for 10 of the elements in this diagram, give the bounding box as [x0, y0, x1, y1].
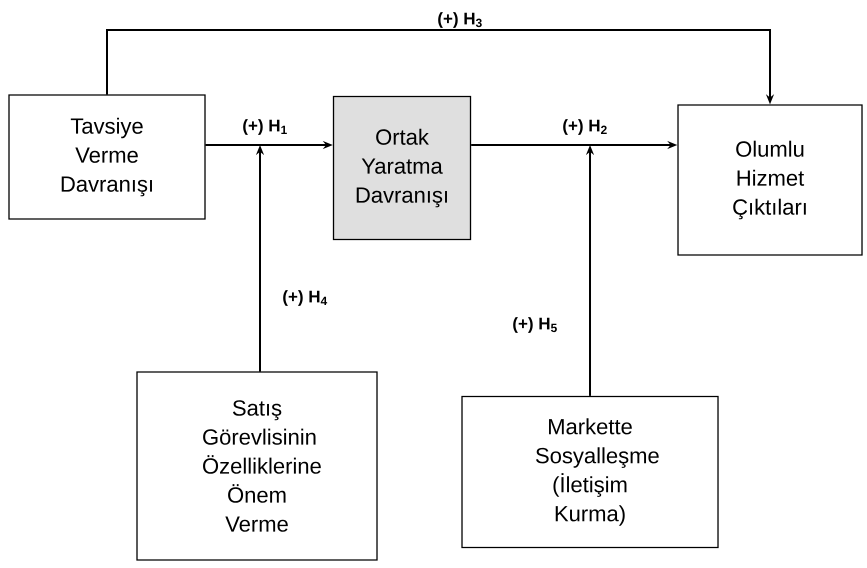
concept-box: Markette Sosyalleşme (İletişim Kurma): [461, 396, 719, 548]
edge-label: (+) H$_{5}$: [513, 317, 557, 333]
concept-box: Olumlu Hizmet Çıktıları: [677, 104, 863, 256]
edge-label: (+) H$_{4}$: [283, 290, 328, 306]
edge-label: (+) H$_{2}$: [563, 119, 607, 135]
edge-label: (+) H$_{3}$: [438, 12, 482, 28]
concept-box: Satış Görevlisinin Özelliklerine Önem Verme: [136, 371, 378, 561]
concept-box: Ortak Yaratma Davranışı: [332, 96, 472, 240]
concept-box: Tavsiye Verme Davranışı: [8, 94, 206, 220]
edge-label: (+) H$_{1}$: [243, 119, 287, 135]
